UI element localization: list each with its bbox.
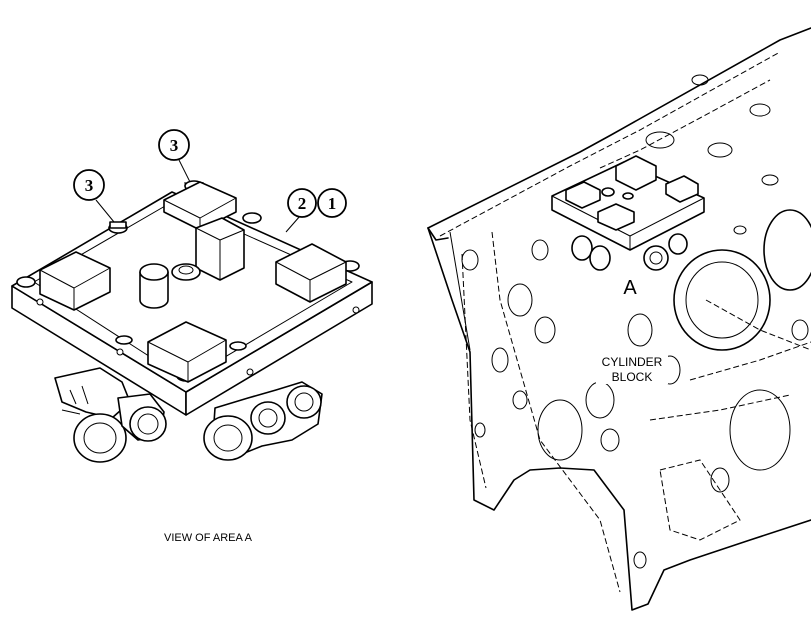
module-assembly-detail xyxy=(11,157,373,463)
electronic-control-module xyxy=(11,180,373,416)
bolt-left xyxy=(108,221,128,234)
cylinder-block-label-line1: CYLINDER xyxy=(602,355,663,369)
callout-3-left-label: 3 xyxy=(85,176,94,195)
leader-2-1 xyxy=(285,215,301,233)
cylinder-block-label-line2: BLOCK xyxy=(612,370,653,384)
callout-3-top-label: 3 xyxy=(170,136,179,155)
callout-2-label: 2 xyxy=(298,194,307,213)
leader-top-3 xyxy=(177,157,191,183)
area-marker: A xyxy=(623,277,637,299)
view-caption: VIEW OF AREA A xyxy=(164,532,253,544)
cylinder-block-drawing xyxy=(427,27,811,611)
lower-connector-left xyxy=(54,367,167,463)
callout-2[interactable]: 2 xyxy=(287,188,317,218)
lower-connector-right xyxy=(203,381,323,461)
callout-1-label: 1 xyxy=(328,194,337,213)
callout-3-top[interactable]: 3 xyxy=(158,129,190,161)
callout-3-left[interactable]: 3 xyxy=(73,169,105,201)
cylinder-block-label: CYLINDER BLOCK xyxy=(596,352,668,384)
leader-left-3 xyxy=(95,199,115,223)
callout-1[interactable]: 1 xyxy=(317,188,347,218)
mounted-module xyxy=(551,155,705,271)
